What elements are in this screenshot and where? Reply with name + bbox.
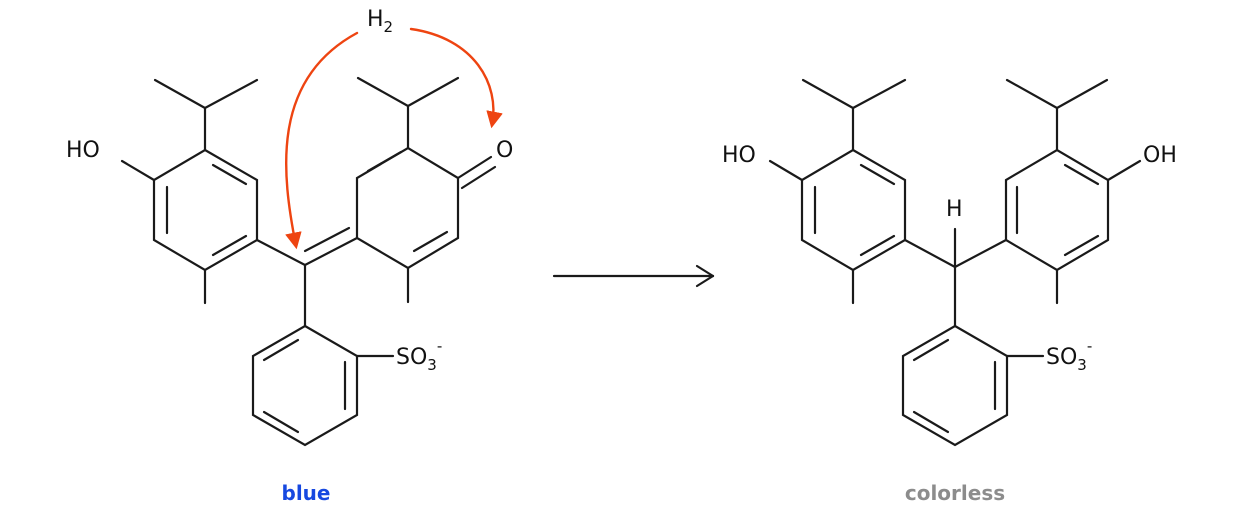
hydrogen-reagent-main: H [367,7,384,32]
hydrogen-reagent-label: H2 [367,7,393,36]
reactant-molecule: HO O SO3- [66,76,513,447]
reactant-hydroxyl-label: HO [66,138,100,163]
product-left-isopropyl-group [801,78,907,152]
reactant-sulfonate-subscript: 3 [427,356,437,374]
reactant-carbonyl-bond [456,155,497,190]
reaction-arrow [552,264,715,288]
reactant-left-phenol-ring [152,148,259,272]
red-curved-arrow-to-carbonyl [409,27,503,129]
red-curved-arrow-to-central-carbon [284,31,359,250]
reactant-carbonyl-oxygen-label: O [496,138,513,163]
product-color-caption: colorless [905,481,1005,505]
reactant-central-carbon-bonds [255,226,359,328]
hydrogen-reagent-subscript: 2 [384,18,394,36]
reactant-color-caption: blue [282,481,331,505]
product-molecule: HO OH H SO3- [722,78,1177,447]
product-left-hydroxyl-label: HO [722,143,756,168]
reactant-sulfonate-label: SO3- [396,337,442,374]
reactant-left-isopropyl-group [153,78,259,152]
product-central-carbon-bonds [903,227,1008,328]
reactant-quinone-ring [355,146,460,270]
product-right-isopropyl-group [1005,78,1109,152]
reactant-right-isopropyl-group [356,76,460,150]
product-right-phenol-ring [1004,148,1110,272]
reactant-sulfonate-benzene-ring [251,324,359,447]
reactant-sulfonate-main: SO [396,345,427,370]
product-right-hydroxyl-label: OH [1143,143,1177,168]
product-right-hydroxyl-bond [1106,159,1142,182]
product-sulfonate-benzene-ring [901,324,1009,447]
product-sulfonate-subscript: 3 [1077,356,1087,374]
product-sulfonate-label: SO3- [1046,337,1092,374]
reactant-sulfonate-charge: - [437,337,442,355]
product-central-hydrogen-label: H [946,197,963,222]
product-sulfonate-charge: - [1087,337,1092,355]
reactant-hydroxyl-bond [120,159,156,182]
product-sulfonate-main: SO [1046,345,1077,370]
product-left-hydroxyl-bond [768,159,804,182]
product-left-phenol-ring [800,148,907,272]
